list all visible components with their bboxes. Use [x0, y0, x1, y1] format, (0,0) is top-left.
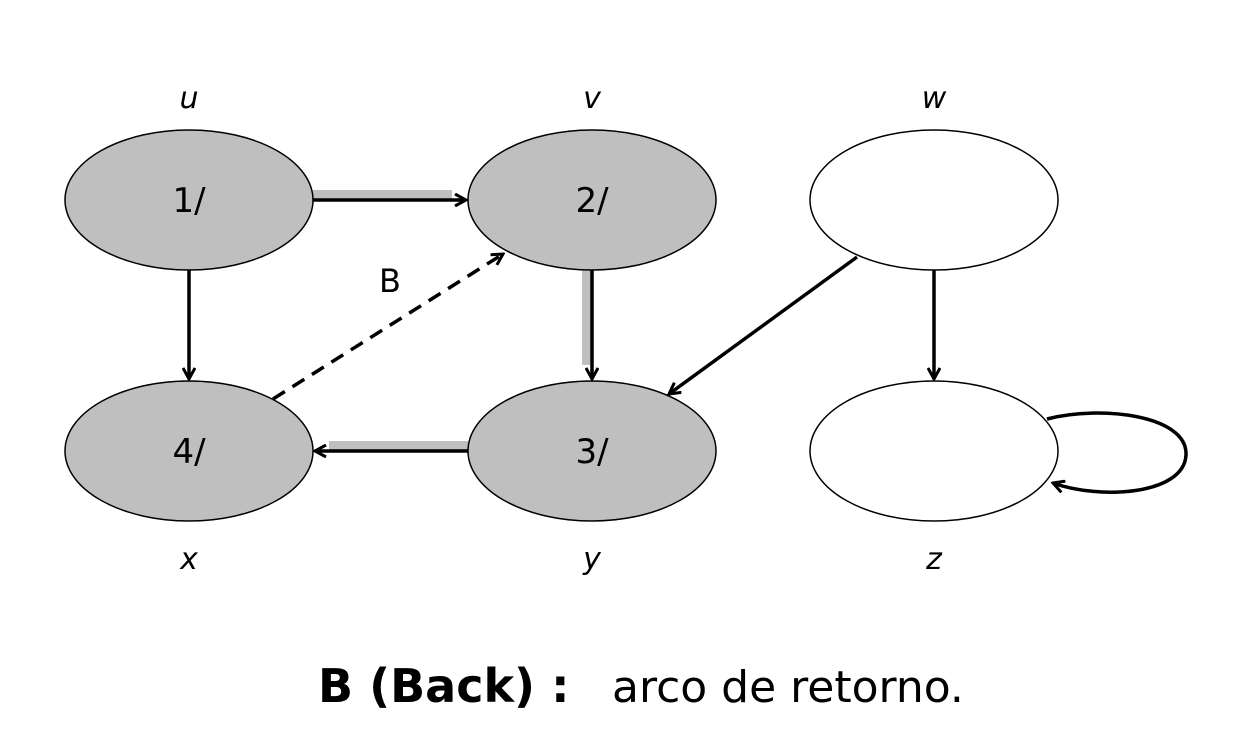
- node-y-name: y: [582, 542, 602, 577]
- node-y-label: 3/: [575, 432, 609, 472]
- node-z: [809, 380, 1059, 522]
- node-x-name: x: [179, 542, 198, 577]
- edge-w-y: [669, 255, 859, 394]
- node-x: [64, 380, 314, 522]
- node-z-name: z: [925, 542, 943, 577]
- caption-bold: B (Back) :: [318, 659, 570, 713]
- node-y: [467, 380, 717, 522]
- node-w: [809, 129, 1059, 271]
- node-w-name: w: [922, 81, 947, 116]
- node-u-label: 1/: [172, 181, 206, 221]
- edge-x-v-label: B: [379, 262, 401, 300]
- edges-layer: B: [189, 190, 1188, 494]
- node-u: [64, 129, 314, 271]
- node-v-name: v: [583, 81, 602, 116]
- node-v-label: 2/: [575, 181, 609, 221]
- nodes-layer: 1/u 2/v w 4/x 3/y z: [64, 81, 1059, 577]
- edge-z-z: [1046, 411, 1188, 494]
- node-u-name: u: [179, 81, 198, 116]
- caption-text: arco de retorno.: [612, 662, 964, 713]
- node-v: [467, 129, 717, 271]
- node-x-label: 4/: [172, 432, 206, 472]
